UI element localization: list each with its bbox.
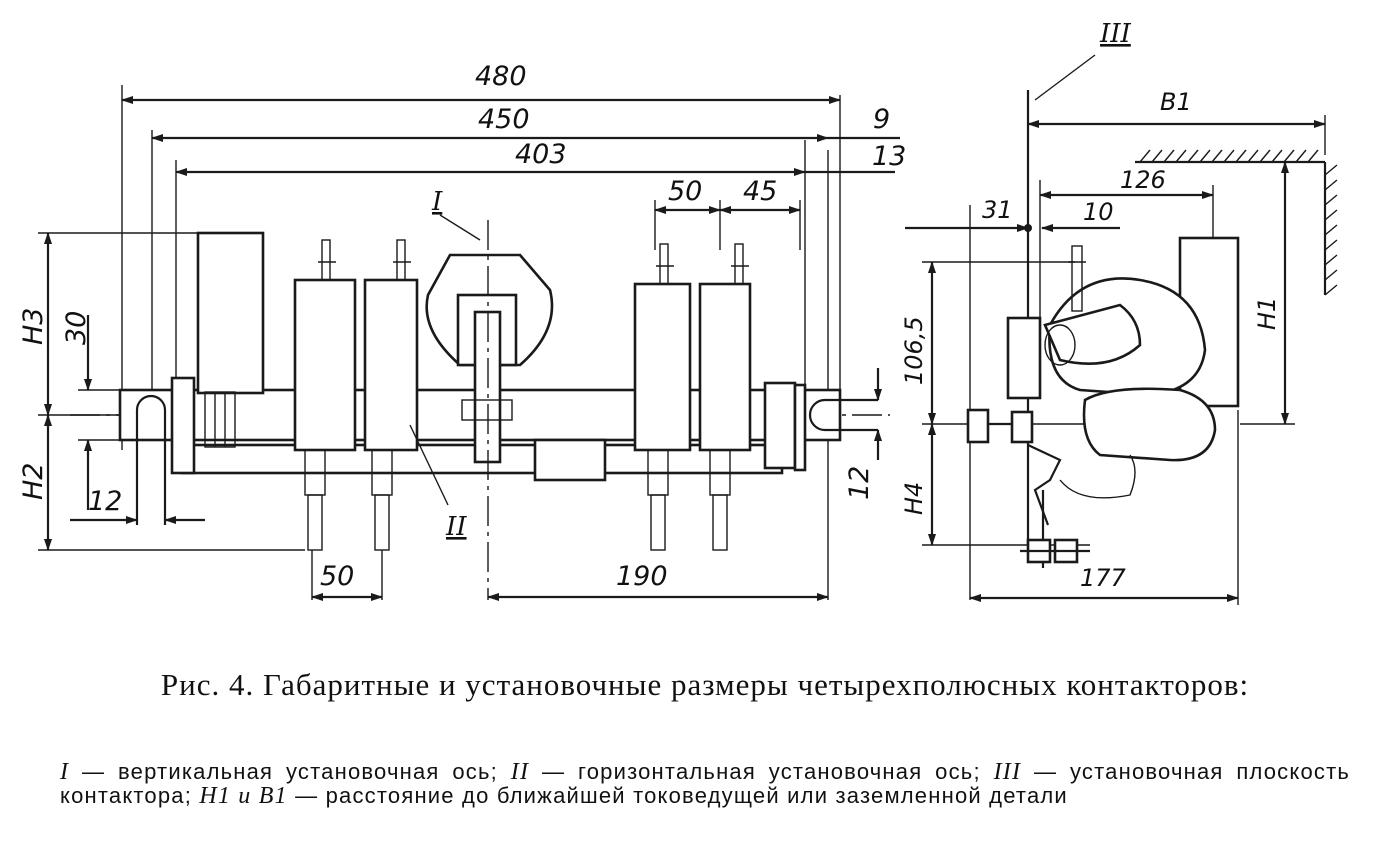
- dim-text-450: 450: [478, 104, 530, 135]
- dim-text-9: 9: [873, 104, 890, 135]
- technical-drawing: 480 450 403 9 13 50 45 H3 30 H2 12 50 19…: [18, 19, 1338, 605]
- dim-text-h2: H2: [18, 463, 49, 500]
- dim-text-bottom-190: 190: [616, 561, 668, 592]
- figure-caption-title: Рис. 4. Габаритные и установочные размер…: [160, 667, 1250, 702]
- legend-mark-3: III: [993, 759, 1022, 785]
- axis-label-2: II: [445, 512, 467, 542]
- dim-text-pitch-45: 45: [743, 176, 777, 207]
- dim-text-13: 13: [872, 141, 906, 172]
- dim-text-bottom-50: 50: [320, 561, 354, 592]
- axis-label-3: III: [1099, 19, 1132, 49]
- legend-text-1: вертикальная установочная ось;: [118, 759, 498, 784]
- dim-text-177: 177: [1080, 564, 1127, 592]
- dim-text-left-12: 12: [88, 486, 122, 517]
- dim-text-10: 10: [1083, 198, 1114, 226]
- legend-text-2: горизонтальная установочная ось;: [577, 759, 981, 784]
- right-hook: [808, 398, 845, 432]
- side-bracket: [1006, 316, 1042, 400]
- dim-text-31: 31: [982, 196, 1013, 224]
- front-view: 480 450 403 9 13 50 45 H3 30 H2 12 50 19…: [18, 61, 906, 601]
- dim-text-pitch-50: 50: [668, 176, 702, 207]
- axis-label-1: I: [431, 187, 443, 217]
- dim-text-b1: B1: [1160, 88, 1192, 116]
- left-housing: [196, 231, 265, 395]
- dim-text-h3: H3: [18, 308, 49, 345]
- dim-text-480: 480: [475, 61, 527, 92]
- dim-text-h4: H4: [900, 482, 928, 515]
- dim-text-right-12: 12: [844, 466, 875, 500]
- left-hook: [135, 394, 167, 525]
- legend-text-3: установочная плоскость контактора;: [60, 759, 1351, 808]
- pole-3: [633, 243, 692, 551]
- figure-caption-legend: I — вертикальная установочная ось; II — …: [60, 759, 1351, 809]
- pole-2: [363, 239, 419, 551]
- legend-mark-4: H1 и B1: [199, 783, 288, 809]
- central-mechanism: [425, 220, 607, 600]
- dim-text-h1: H1: [1253, 297, 1281, 330]
- pole-1: [293, 239, 357, 551]
- dim-text-403: 403: [515, 139, 567, 170]
- legend-text-4: расстояние до ближайшей токоведущей или …: [325, 783, 1068, 808]
- dim-text-106-5: 106,5: [900, 316, 928, 385]
- dim-text-30: 30: [61, 311, 92, 345]
- side-view: III B1 126 31 10 106,5 H4 H1: [900, 19, 1338, 605]
- dim-text-126: 126: [1120, 166, 1166, 194]
- pole-4: [698, 243, 752, 551]
- legend-mark-2: II: [510, 759, 530, 785]
- legend-mark-1: I: [60, 759, 70, 785]
